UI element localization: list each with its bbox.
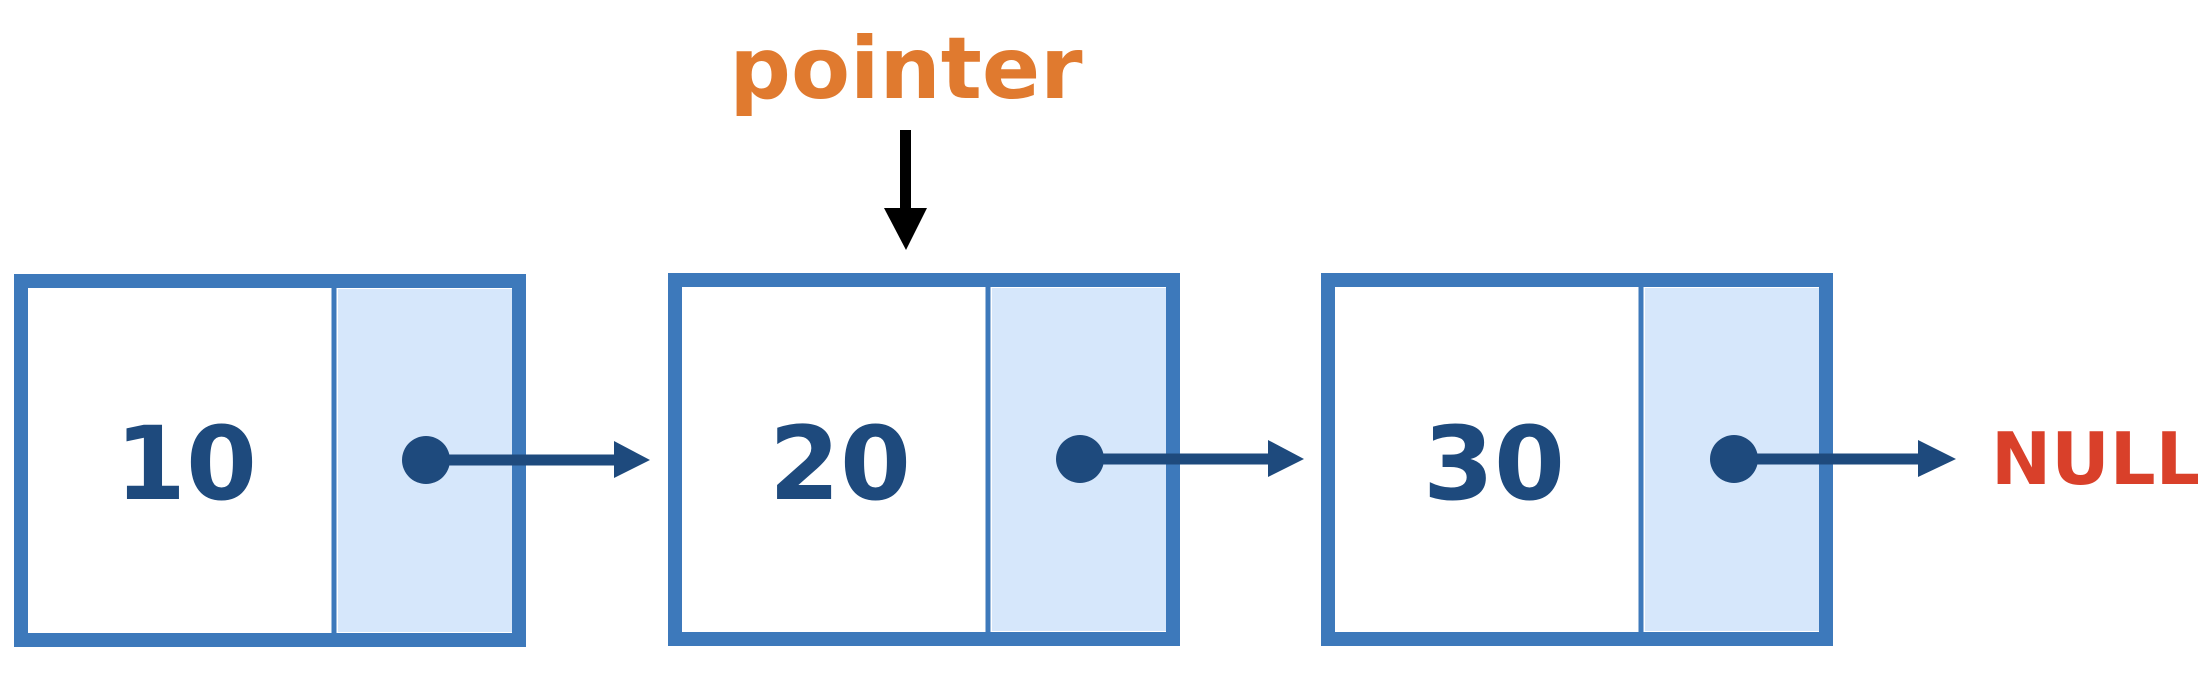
node-2-pointer-dot (1056, 435, 1104, 483)
link-arrow-2 (1056, 435, 1304, 483)
node-1-value: 10 (115, 405, 257, 524)
node-3-pointer-dot (1710, 435, 1758, 483)
null-label: NULL (1991, 417, 2198, 501)
pointer-label: pointer (729, 19, 1083, 119)
link-arrow-1 (402, 436, 650, 484)
link-arrow-3 (1710, 435, 1956, 483)
node-1-pointer-dot (402, 436, 450, 484)
node-3-value: 30 (1423, 405, 1565, 524)
node-2-value: 20 (769, 405, 911, 524)
pointer-arrow (884, 130, 927, 250)
